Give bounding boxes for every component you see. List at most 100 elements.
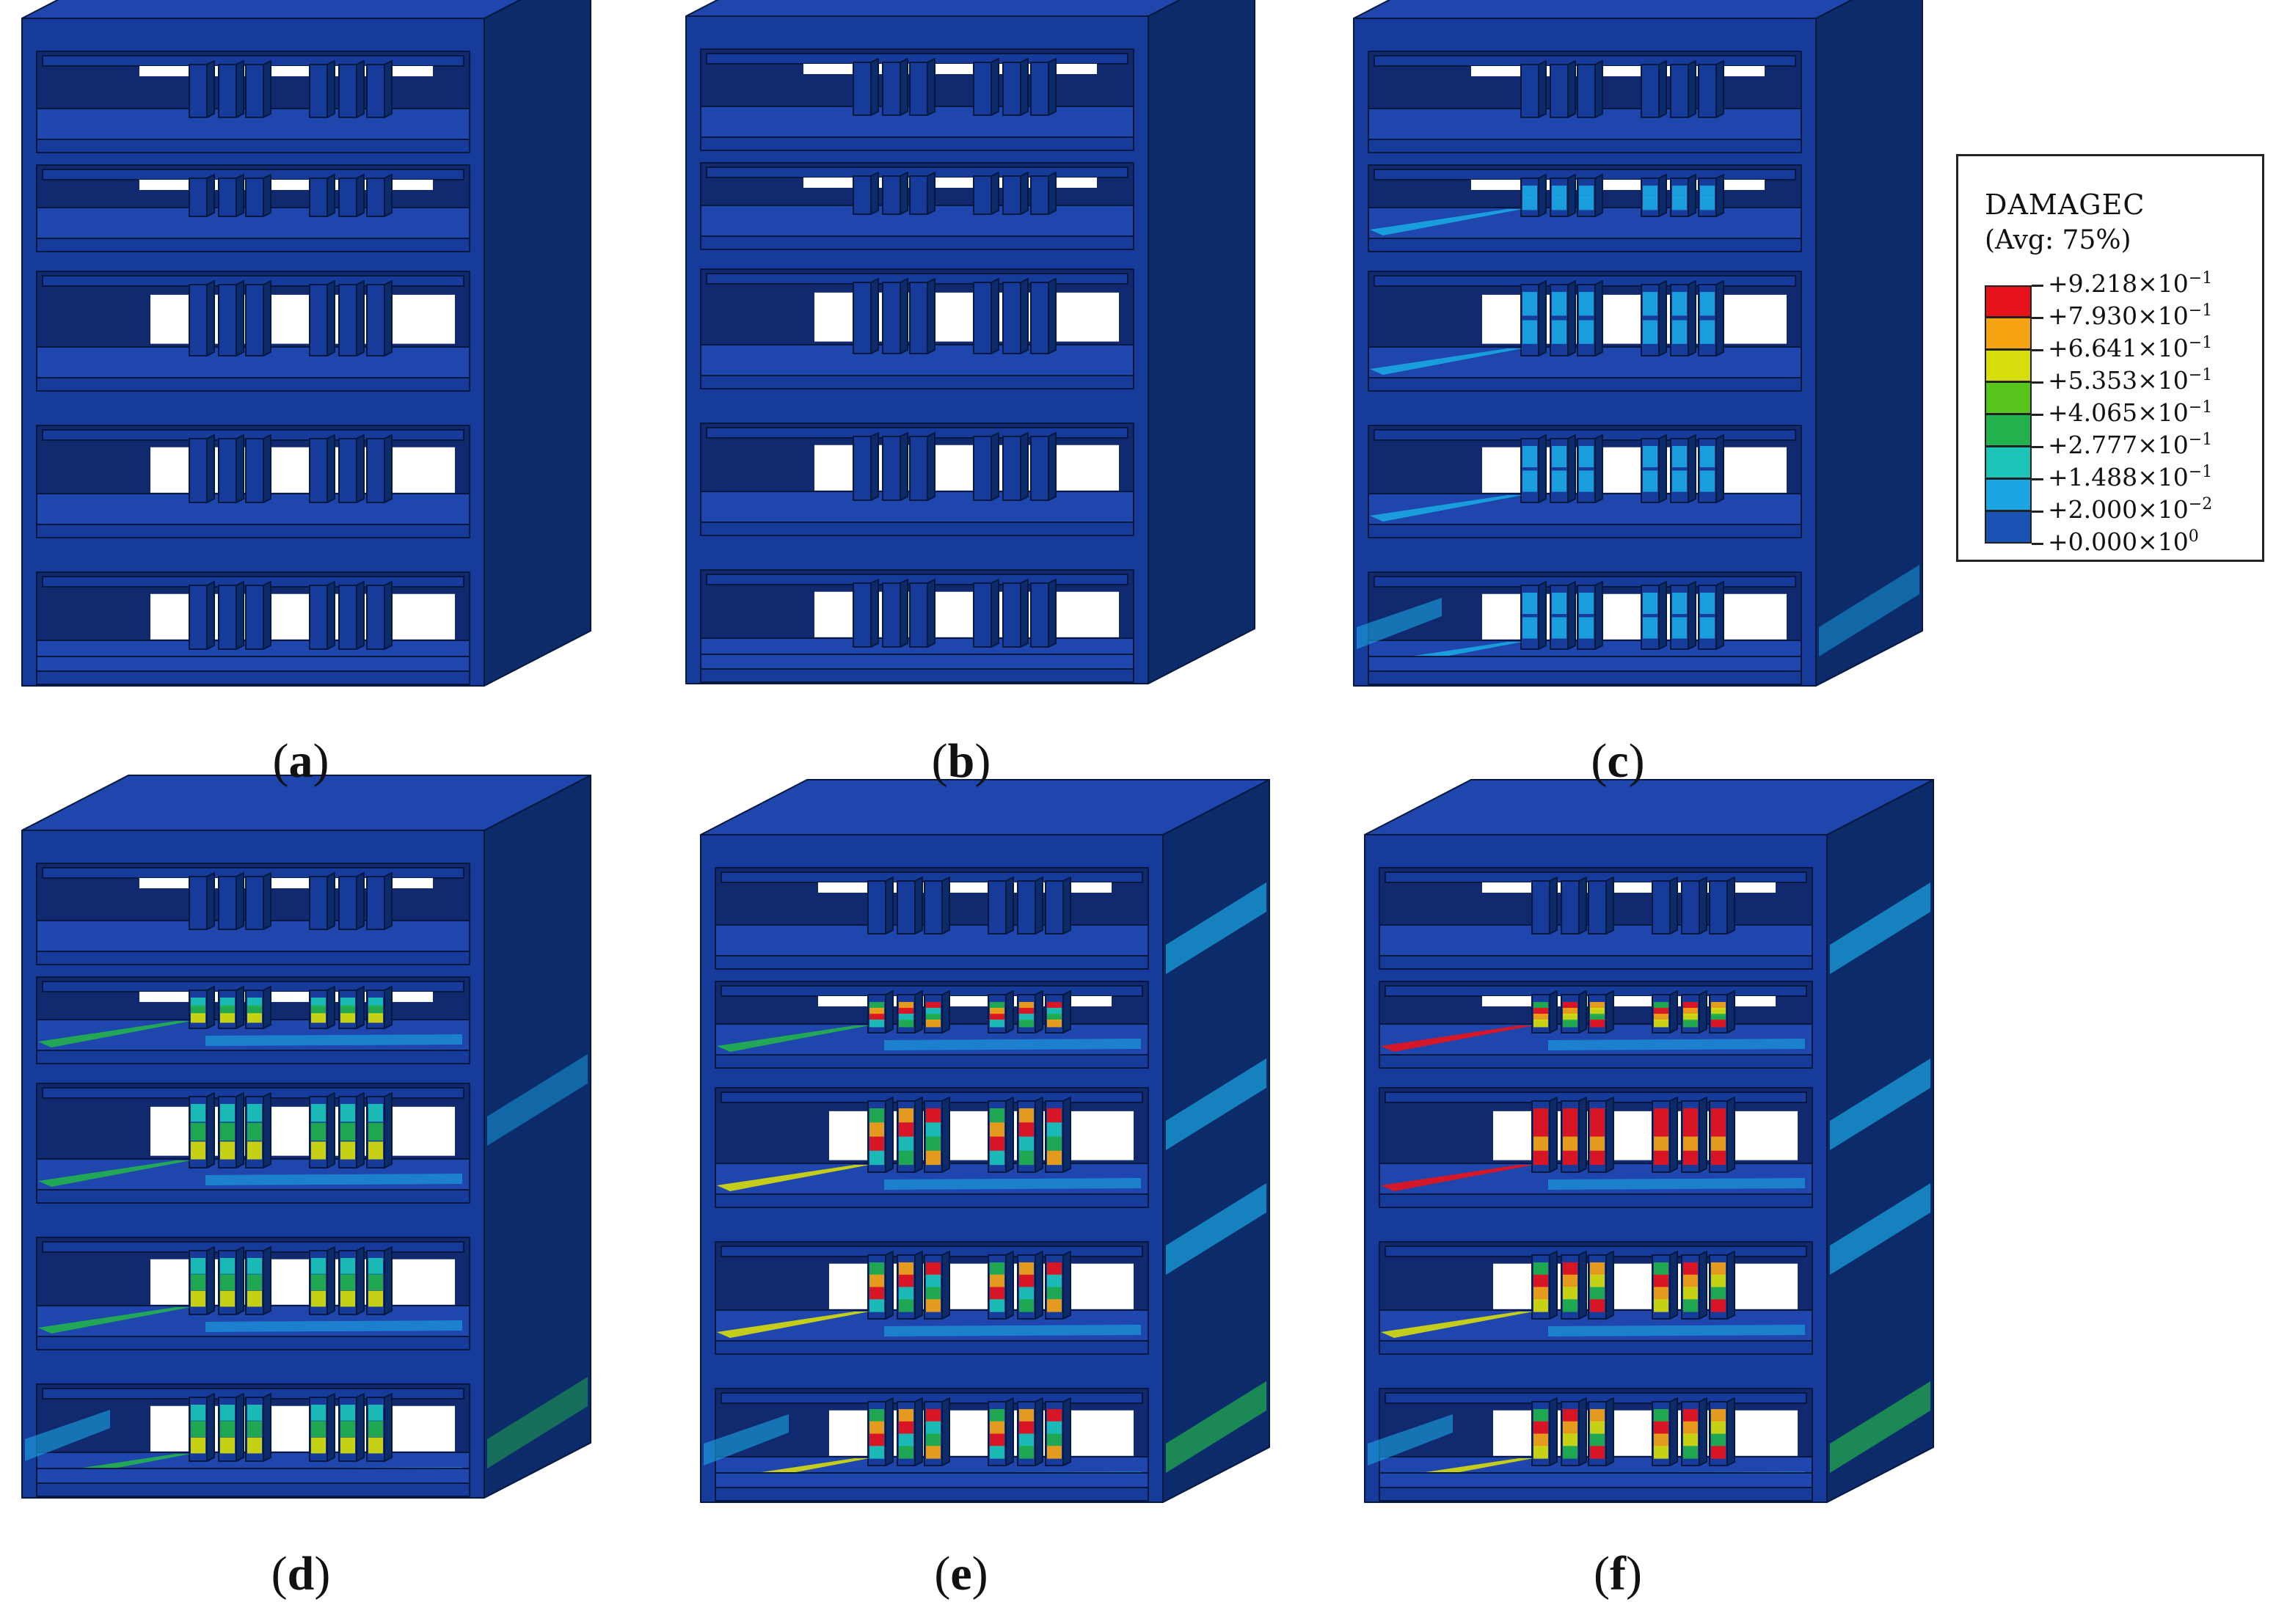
column-side: [1035, 1251, 1043, 1320]
legend-title: DAMAGEC: [1985, 189, 2145, 221]
floor-slab-edge: [715, 1054, 1149, 1069]
column-damage-patch: [1522, 186, 1537, 199]
column: [1030, 282, 1049, 354]
column: [1030, 62, 1049, 116]
side-damage-band: [1166, 882, 1266, 974]
column-side: [1605, 990, 1614, 1034]
column-damage-patch: [1563, 1150, 1577, 1166]
floor-slab-edge: [715, 1340, 1149, 1355]
column-side: [263, 986, 271, 1029]
legend-color-cell: [1985, 479, 2032, 511]
column-side: [900, 432, 908, 501]
column-damage-patch: [191, 1258, 205, 1274]
column-side: [1658, 60, 1667, 118]
column-side: [1567, 434, 1576, 503]
column-side: [356, 872, 365, 930]
column-damage-patch: [1019, 1446, 1034, 1459]
column-damage-patch: [1672, 197, 1687, 211]
column: [338, 64, 357, 118]
column-damage-patch: [340, 1013, 355, 1023]
column-damage-patch: [1711, 1108, 1726, 1123]
column: [1017, 880, 1036, 934]
column-damage-patch: [1711, 1299, 1726, 1312]
column-damage-patch: [1654, 1108, 1668, 1123]
column: [988, 880, 1007, 934]
column-damage-patch: [311, 1104, 326, 1122]
column-damage-patch: [869, 1014, 884, 1022]
column-damage-patch: [1047, 1002, 1062, 1010]
column-damage-patch: [368, 998, 383, 1007]
column-side: [327, 174, 335, 217]
column-side: [1688, 60, 1696, 118]
legend-tick-mark: [2032, 414, 2043, 416]
column: [189, 876, 208, 930]
column-side: [1658, 174, 1667, 217]
legend-tick: +2.777×10−1: [2032, 431, 2212, 470]
column-side: [1048, 278, 1057, 354]
column-damage-patch: [1522, 320, 1537, 344]
floor-slab-edge: [1379, 1193, 1813, 1208]
side-damage-band: [1830, 1058, 1930, 1150]
column-damage-patch: [1533, 1008, 1548, 1016]
column: [366, 585, 385, 650]
column-damage-patch: [899, 1002, 913, 1010]
column-damage-patch: [869, 1136, 884, 1151]
column-damage-patch: [1700, 617, 1715, 639]
column: [1030, 175, 1049, 215]
column-damage-patch: [1700, 186, 1715, 199]
building-model: [685, 0, 1255, 684]
column-damage-patch: [1683, 1108, 1698, 1123]
column-damage-patch: [1700, 470, 1715, 492]
floor-slab-edge: [36, 1336, 470, 1350]
column-damage-patch: [1019, 1274, 1034, 1288]
column-side: [327, 60, 335, 118]
column-damage-patch: [926, 1008, 941, 1016]
column: [1002, 175, 1021, 215]
column-damage-patch: [368, 1437, 383, 1454]
legend-tick-mark: [2032, 478, 2043, 480]
column: [1045, 880, 1064, 934]
column-damage-patch: [869, 1002, 884, 1010]
column-damage-patch: [1047, 1122, 1062, 1137]
column-side: [1062, 877, 1071, 934]
column-damage-patch: [1533, 1299, 1548, 1312]
column: [973, 282, 992, 354]
column-damage-patch: [1590, 1136, 1605, 1151]
column-damage-patch: [340, 1122, 355, 1141]
legend-tick: +2.000×10−2: [2032, 495, 2212, 535]
column: [189, 64, 208, 118]
column-damage-patch: [191, 1437, 205, 1454]
column-side: [1699, 1097, 1707, 1173]
column-damage-patch: [926, 1014, 941, 1022]
floor-slab-edge: [715, 1487, 1149, 1502]
column-damage-patch: [1019, 1287, 1034, 1300]
side-damage-band: [1166, 1183, 1266, 1275]
column: [1670, 64, 1689, 118]
column-damage-patch: [926, 1150, 941, 1166]
column-damage-patch: [990, 1287, 1004, 1300]
column: [882, 436, 901, 501]
column-side: [1035, 1397, 1043, 1466]
column-damage-patch: [1711, 1446, 1726, 1459]
column: [189, 284, 208, 356]
column-damage-patch: [990, 1446, 1004, 1459]
column-damage-patch: [869, 1299, 884, 1312]
column-damage-patch: [990, 1262, 1004, 1276]
column: [897, 880, 916, 934]
column-side: [1005, 1251, 1014, 1320]
column: [218, 585, 237, 650]
column-damage-patch: [869, 1122, 884, 1137]
column-side: [356, 1092, 365, 1168]
floor-slab-edge: [700, 668, 1134, 683]
column-damage-patch: [1590, 1008, 1605, 1016]
column-damage-patch: [1047, 1287, 1062, 1300]
legend-tick-label: +4.065×10−1: [2048, 398, 2213, 427]
floor-damage-band: [1381, 1165, 1533, 1191]
column-damage-patch: [1533, 1014, 1548, 1022]
column-damage-patch: [1654, 1014, 1668, 1022]
column-damage-patch: [247, 1104, 262, 1122]
column-damage-patch: [1700, 446, 1715, 467]
column-side: [1669, 1397, 1678, 1466]
column-side: [384, 986, 393, 1029]
side-damage-band: [1166, 1058, 1266, 1150]
